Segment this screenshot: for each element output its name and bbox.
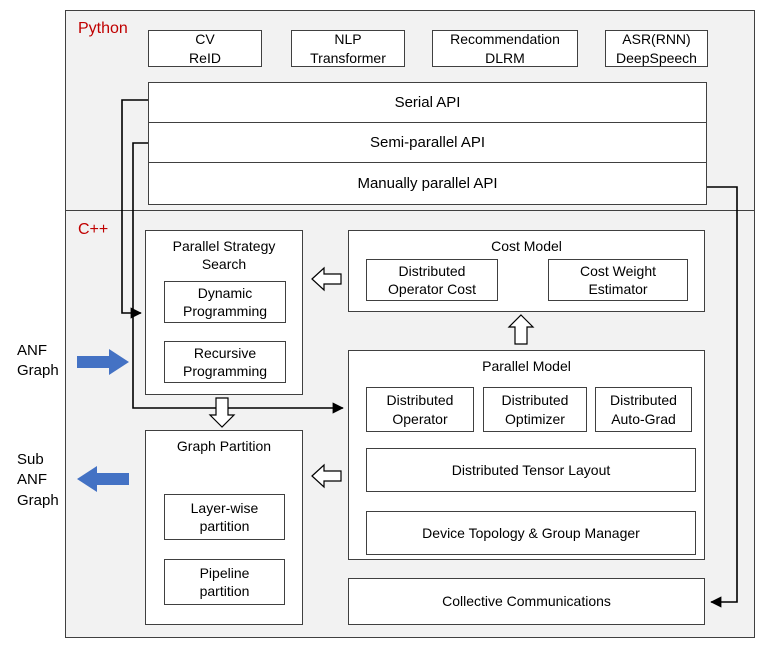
collective-communications-box: Collective Communications: [348, 578, 705, 625]
app-box-asr-deepspeech: ASR(RNN) DeepSpeech: [605, 30, 708, 67]
distributed-auto-grad-box: Distributed Auto-Grad: [595, 387, 692, 432]
dynamic-programming-box: Dynamic Programming: [164, 281, 286, 323]
parallel-strategy-search-box: Parallel Strategy Search Dynamic Program…: [145, 230, 303, 395]
cost-model-title: Cost Model: [491, 238, 562, 254]
semi-parallel-api-bar: Semi-parallel API: [148, 122, 707, 163]
graph-partition-box: Graph Partition Layer-wise partition Pip…: [145, 430, 303, 625]
layer-wise-partition-box: Layer-wise partition: [164, 494, 285, 540]
parallel-model-title: Parallel Model: [482, 358, 571, 374]
anf-graph-label: ANF Graph: [17, 342, 59, 380]
recursive-programming-box: Recursive Programming: [164, 341, 286, 383]
distributed-tensor-layout-box: Distributed Tensor Layout: [366, 448, 696, 492]
parallel-model-box: Parallel Model Distributed Operator Dist…: [348, 350, 705, 560]
cpp-section-label: C++: [78, 221, 109, 238]
app-box-nlp-transformer: NLP Transformer: [291, 30, 405, 67]
sub-anf-graph-label: Sub ANF Graph: [17, 451, 59, 509]
distributed-operator-box: Distributed Operator: [366, 387, 474, 432]
parallel-strategy-search-title: Parallel Strategy Search: [172, 238, 276, 273]
graph-partition-title: Graph Partition: [176, 438, 272, 454]
distributed-optimizer-box: Distributed Optimizer: [483, 387, 587, 432]
distributed-operator-cost-box: Distributed Operator Cost: [366, 259, 498, 301]
pipeline-partition-box: Pipeline partition: [164, 559, 285, 605]
app-box-recommendation-dlrm: Recommendation DLRM: [432, 30, 578, 67]
app-box-cv-reid: CV ReID: [148, 30, 262, 67]
python-section-label: Python: [78, 20, 128, 37]
serial-api-bar: Serial API: [148, 82, 707, 123]
cost-weight-estimator-box: Cost Weight Estimator: [548, 259, 688, 301]
device-topology-group-manager-box: Device Topology & Group Manager: [366, 511, 696, 555]
manually-parallel-api-bar: Manually parallel API: [148, 162, 707, 205]
cost-model-box: Cost Model Distributed Operator Cost Cos…: [348, 230, 705, 312]
